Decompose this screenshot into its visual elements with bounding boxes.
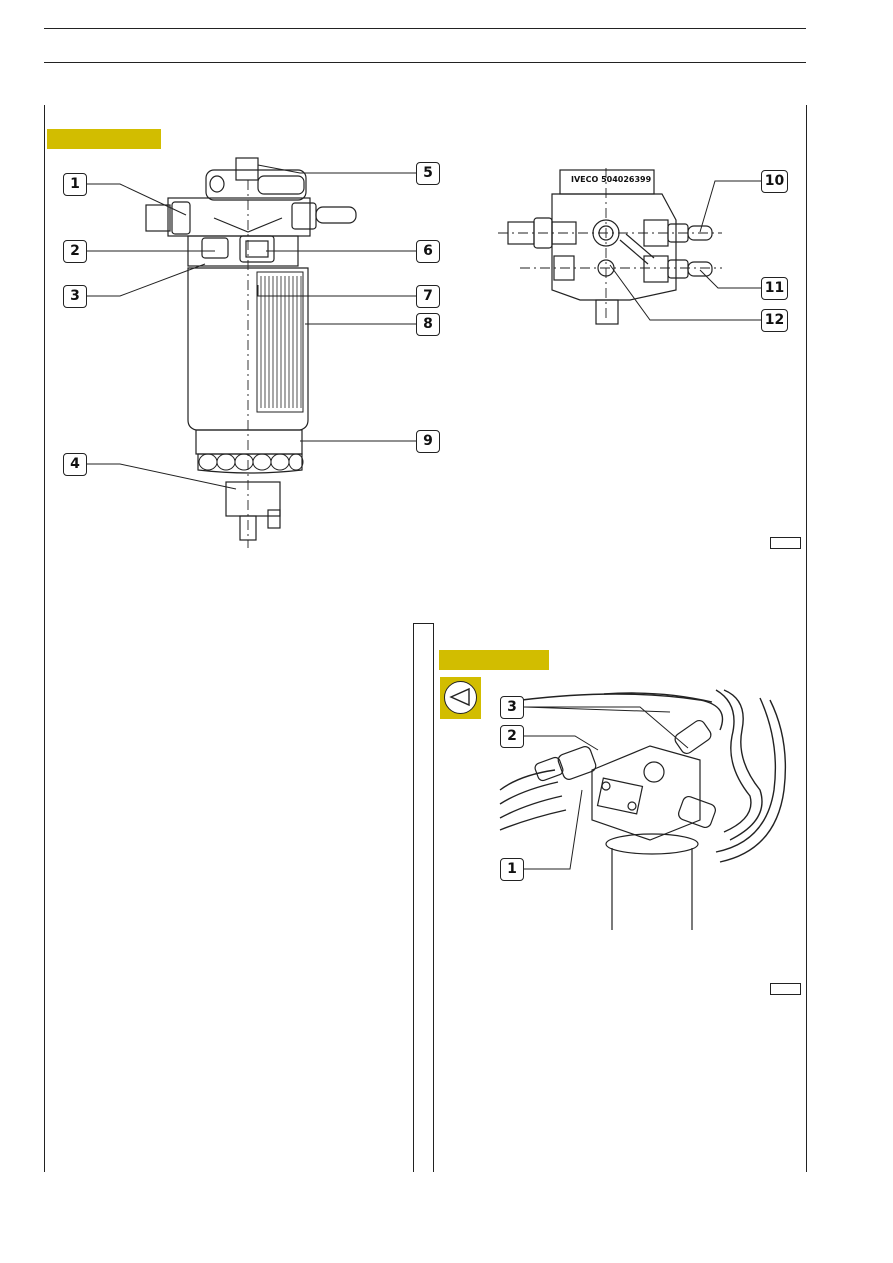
figure-b-leader-lines <box>523 706 689 870</box>
callout-5: 5 <box>416 162 440 185</box>
callout-4: 4 <box>63 453 87 476</box>
column-divider-left <box>413 623 414 1172</box>
callout-11: 11 <box>761 277 788 300</box>
fig-b-callout-2: 2 <box>500 725 524 748</box>
callout-8: 8 <box>416 313 440 336</box>
header-rule-top <box>44 28 806 29</box>
frame-right <box>806 105 807 1172</box>
fig-b-callout-3: 3 <box>500 696 524 719</box>
hoses <box>499 689 787 863</box>
figure-a-caption-bar <box>47 129 161 149</box>
callout-2: 2 <box>63 240 87 263</box>
callout-3: 3 <box>63 285 87 308</box>
filter-bowl <box>187 267 309 474</box>
callout-7: 7 <box>416 285 440 308</box>
iveco-marking: IVECO 504026399 <box>571 175 652 184</box>
callout-1: 1 <box>63 173 87 196</box>
callout-12: 12 <box>761 309 788 332</box>
fig-b-callout-1: 1 <box>500 858 524 881</box>
column-divider-right <box>433 623 434 1172</box>
installed-filter-head <box>534 719 716 841</box>
filter-head <box>145 157 357 267</box>
callout-9: 9 <box>416 430 440 453</box>
callout-10: 10 <box>761 170 788 193</box>
view-direction-icon <box>440 677 481 719</box>
filter-drain <box>225 481 281 541</box>
callout-6: 6 <box>416 240 440 263</box>
figure-b-caption-bar <box>439 650 549 670</box>
installed-filter-bowl <box>605 833 699 930</box>
figure-a-number-box <box>770 537 801 549</box>
divider-stub <box>413 623 433 624</box>
head-top-view <box>498 168 722 325</box>
figure-b-number-box <box>770 983 801 995</box>
eye-view-icon <box>444 681 477 714</box>
header-rule-bottom <box>44 62 806 63</box>
frame-left <box>44 105 45 1172</box>
